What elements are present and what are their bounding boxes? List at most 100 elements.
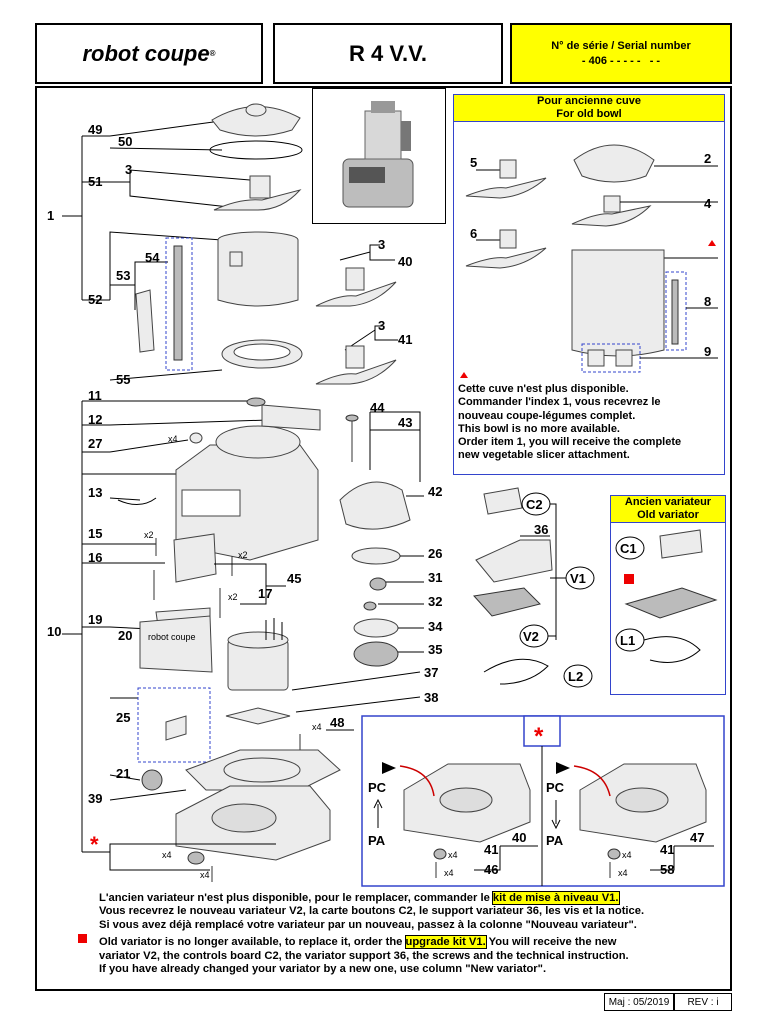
old-variator-panel: Ancien variateur Old variator: [610, 495, 726, 695]
old-bowl-note: Cette cuve n'est plus disponible. Comman…: [458, 383, 681, 463]
label-45: 45: [287, 571, 301, 586]
old-bowl-note-line: This bowl is no more available.: [458, 422, 620, 435]
switch-part: [165, 715, 187, 741]
serial-number-box: N° de série / Serial number - 406 - - - …: [510, 23, 732, 84]
callout-c1: [615, 536, 645, 560]
label-pa-left: PA: [368, 833, 386, 848]
label-42: 42: [428, 484, 442, 499]
label-27: 27: [88, 436, 102, 451]
label-v1: V1: [570, 571, 586, 586]
switch-box: [137, 687, 211, 763]
label-x4-h: x4: [618, 868, 628, 878]
label-15: 15: [88, 526, 102, 541]
label-50: 50: [118, 134, 132, 149]
label-3: 3: [125, 162, 132, 177]
label-9: 9: [704, 344, 711, 359]
label-3-c: 3: [378, 318, 385, 333]
label-55: 55: [116, 372, 130, 387]
note-en-kit: upgrade kit V1.: [404, 935, 487, 950]
diagram-frame: [35, 86, 732, 991]
label-41-c: 41: [660, 842, 674, 857]
note-en-line2: variator V2, the controls board C2, the …: [99, 949, 629, 962]
label-l2: L2: [568, 669, 583, 684]
label-31: 31: [428, 570, 442, 585]
svg-text:robot coupe: robot coupe: [148, 632, 196, 642]
label-1: 1: [47, 208, 54, 223]
label-x4-g: x4: [622, 850, 632, 860]
blade-part: [213, 175, 302, 211]
bowl-part: [217, 231, 299, 307]
cable-13: [117, 497, 157, 505]
label-x4-f: x4: [444, 868, 454, 878]
old-bowl-note-line: Order item 1, you will receive the compl…: [458, 436, 682, 449]
old-bowl-panel: Pour ancienne cuve For old bowl: [453, 94, 725, 475]
interlock-part: [135, 289, 155, 353]
middle-blades: 3 40 3 41: [315, 237, 412, 385]
product-photo: [312, 88, 446, 224]
label-c2: C2: [526, 497, 543, 512]
model-title: R 4 V.V.: [273, 23, 503, 84]
label-11: 11: [88, 388, 102, 403]
label-x2-b: x2: [238, 550, 248, 560]
label-46: 46: [484, 862, 498, 877]
label-34: 34: [428, 619, 443, 634]
label-pc-left: PC: [368, 780, 387, 795]
note-fr-kit: kit de mise à niveau V1.: [491, 891, 620, 905]
label-47: 47: [690, 830, 704, 845]
label-32: 32: [428, 594, 442, 609]
front-panel-part: robot coupe: [139, 607, 213, 673]
label-58: 58: [660, 862, 674, 877]
label-43: 43: [398, 415, 412, 430]
old-bowl-note-line: Commander l'index 1, vous recevrez le: [458, 396, 661, 409]
red-triangle-note: [460, 372, 468, 378]
old-variator-parts: C1 L1: [615, 529, 718, 663]
label-25: 25: [116, 710, 130, 725]
knob-part: [141, 769, 163, 791]
serial-label: N° de série / Serial number: [551, 39, 691, 52]
base-options-area: * PC PA 40 41 46 x4 x4 PC PA 47 41 58 x4…: [361, 715, 725, 887]
screw-48: x4 48: [299, 715, 354, 752]
red-triangle-bowl: [708, 240, 716, 246]
label-19: 19: [88, 612, 102, 627]
label-26: 26: [428, 546, 442, 561]
label-52: 52: [88, 292, 102, 307]
old-variator-title-fr: Ancien variateur: [624, 496, 712, 508]
label-x4-e: x4: [448, 850, 458, 860]
label-v2: V2: [523, 629, 539, 644]
old-bowl-title-en: For old bowl: [556, 108, 622, 120]
label-l1: L1: [620, 633, 635, 648]
label-4: 4: [704, 196, 712, 211]
label-44: 44: [370, 400, 385, 415]
note-fr-line2: Vous recevrez le nouveau variateur V2, l…: [99, 905, 645, 918]
old-bowl-note-line: Cette cuve n'est plus disponible.: [458, 383, 629, 395]
label-8: 8: [704, 294, 711, 309]
note-en-line1-end: You will receive the new: [485, 936, 617, 949]
red-square-variator: [624, 574, 634, 584]
brand-name: robot coupe: [82, 40, 210, 66]
label-x2-c: x2: [228, 592, 238, 602]
note-en-line1: Old variator is no longer available, to …: [99, 936, 406, 949]
motor-base-part: x4: [168, 397, 321, 561]
label-2: 2: [704, 151, 711, 166]
base-part: [175, 749, 341, 861]
label-12: 12: [88, 412, 102, 427]
ring-part: [221, 339, 303, 369]
product-photo-image: [342, 101, 414, 208]
label-37: 37: [424, 665, 438, 680]
brand-logo: robot coupe®: [35, 23, 263, 84]
label-16: 16: [88, 550, 102, 565]
note-fr-line3: Si vous avez déjà remplacé votre variate…: [99, 918, 637, 931]
red-asterisk-right: *: [534, 723, 544, 750]
old-bowl-title-fr: Pour ancienne cuve: [537, 95, 641, 107]
old-variator-header: Ancien variateur Old variator: [611, 496, 725, 523]
label-x4-a: x4: [168, 434, 178, 444]
old-bowl-note-line: new vegetable slicer attachment.: [458, 449, 630, 462]
label-3-b: 3: [378, 237, 385, 252]
label-48: 48: [330, 715, 344, 730]
note-fr-line1: L'ancien variateur n'est plus disponible…: [99, 892, 493, 904]
label-40-b: 40: [512, 830, 526, 845]
old-bowl-parts: 5 6 2 4 8 9: [460, 144, 718, 378]
label-38: 38: [424, 690, 438, 705]
old-variator-title-en: Old variator: [637, 509, 699, 521]
